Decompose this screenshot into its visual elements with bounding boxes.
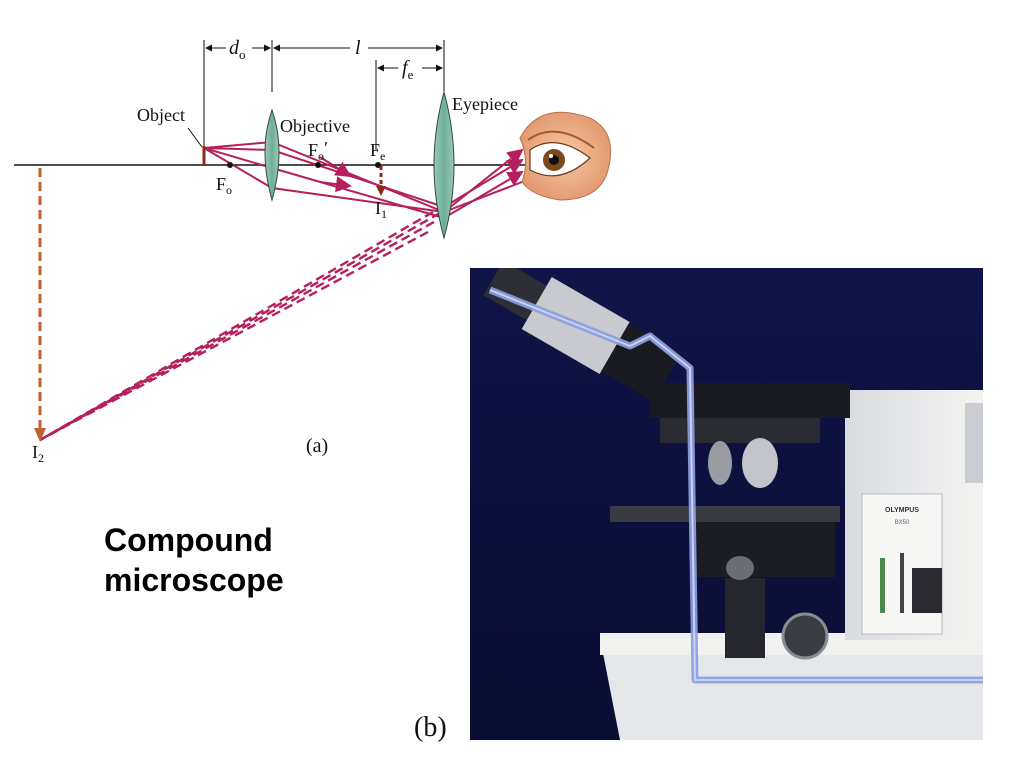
label-eyepiece: Eyepiece <box>452 94 518 114</box>
real-rays <box>203 140 524 219</box>
label-fe: Fe <box>370 140 385 163</box>
label-fo-right: Fo′ <box>308 138 328 163</box>
dim-label-do: do <box>229 37 246 62</box>
label-object: Object <box>137 105 185 125</box>
panel-label-a: (a) <box>306 435 328 457</box>
brand-label: OLYMPUS <box>885 507 919 514</box>
label-i2: I2 <box>32 442 44 465</box>
label-i1: I1 <box>375 198 387 221</box>
eye-icon <box>519 111 612 201</box>
eyepiece-lens <box>433 90 455 240</box>
page-title: Compound microscope <box>104 522 284 598</box>
dimension-lines <box>203 40 445 150</box>
objective-lens <box>264 108 280 202</box>
focal-point-fo-left <box>227 162 233 168</box>
image-1-arrowhead <box>376 186 386 196</box>
model-label: BX50 <box>895 520 910 526</box>
label-objective: Objective <box>280 116 350 136</box>
label-fo-left: Fo <box>216 174 232 197</box>
object-pointer <box>187 127 203 148</box>
panel-label-b: (b) <box>414 712 447 743</box>
dim-label-fe: fe <box>402 57 414 82</box>
virtual-rays <box>39 203 446 442</box>
dim-label-l: l <box>355 37 361 59</box>
focal-point-fo-right <box>315 162 321 168</box>
image-2-arrowhead <box>34 428 46 442</box>
microscope-photo: OLYMPUS BX50 <box>470 268 983 740</box>
